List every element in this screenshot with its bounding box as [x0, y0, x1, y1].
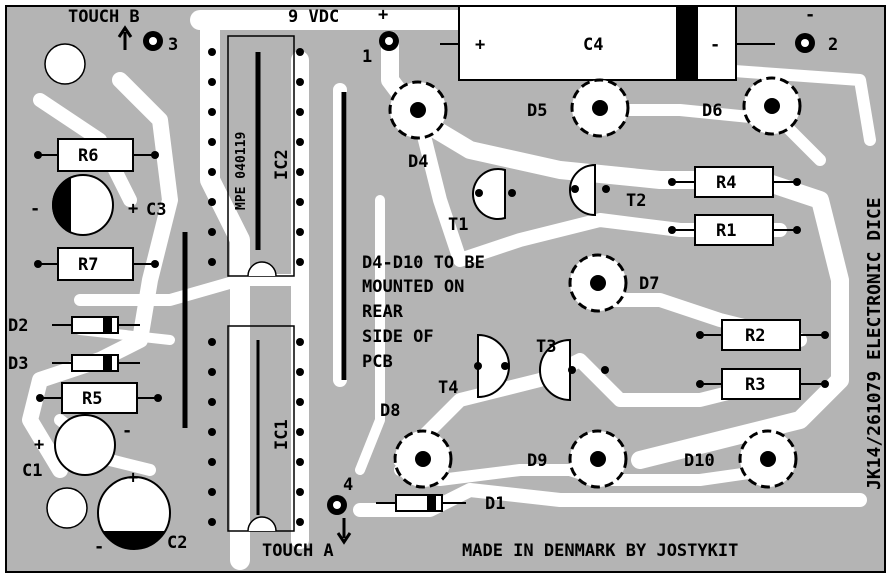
d9-label: D9: [527, 451, 547, 471]
d3-label: D3: [8, 354, 28, 374]
d7-label: D7: [639, 274, 659, 294]
c3-minus-label: -: [30, 199, 40, 219]
c1-plus-label: +: [34, 435, 44, 455]
r5-label: R5: [82, 389, 102, 409]
c4-plus-label: +: [475, 35, 485, 55]
electrolytic-caps: [52, 174, 171, 550]
touch-b-label: TOUCH B: [68, 7, 140, 27]
mounting-note-line3: REAR: [362, 302, 404, 322]
board-title-vertical: JK14/261079 ELECTRONIC DICE: [864, 197, 885, 490]
transistors: [472, 163, 596, 402]
t1-label: T1: [448, 215, 468, 235]
footer-label: MADE IN DENMARK BY JOSTYKIT: [462, 541, 738, 561]
small-diodes: [52, 316, 466, 512]
d2-label: D2: [8, 316, 28, 336]
r6-label: R6: [78, 146, 98, 166]
touch-b-arrow: [117, 25, 133, 50]
c2-plus-label: +: [128, 468, 138, 488]
ic1-label: IC1: [272, 419, 292, 450]
d1-label: D1: [485, 494, 505, 514]
r1-label: R1: [716, 221, 736, 241]
d8-label: D8: [380, 401, 400, 421]
t2-label: T2: [626, 191, 646, 211]
ic-pins: [208, 48, 304, 526]
mounting-note-line2: MOUNTED ON: [362, 277, 464, 297]
pad-1-label: 1: [362, 47, 372, 67]
power-minus-label: -: [805, 5, 815, 25]
c1-minus-label: -: [122, 421, 132, 441]
ic2-label: IC2: [272, 149, 292, 180]
d4-label: D4: [408, 152, 428, 172]
c4-minus-label: -: [710, 35, 720, 55]
c2-minus-label: -: [94, 537, 104, 557]
t4-label: T4: [438, 378, 458, 398]
mounting-hole-bottom: [46, 487, 88, 529]
pads: [143, 31, 815, 515]
power-label: 9 VDC: [288, 7, 339, 27]
c4-label: C4: [583, 35, 603, 55]
r2-label: R2: [745, 326, 765, 346]
pad-3-label: 3: [168, 35, 178, 55]
pad-2-label: 2: [828, 35, 838, 55]
r4-label: R4: [716, 173, 736, 193]
d6-label: D6: [702, 101, 722, 121]
c3-label: C3: [146, 200, 166, 220]
mounting-hole-top: [44, 43, 86, 85]
r7-label: R7: [78, 255, 98, 275]
t3-label: T3: [536, 337, 556, 357]
pad-4-label: 4: [343, 475, 353, 495]
touch-a-arrow: [336, 518, 352, 545]
c2-label: C2: [167, 533, 187, 553]
touch-a-label: TOUCH A: [262, 541, 334, 561]
d5-label: D5: [527, 101, 547, 121]
ic2-marking: MPE 040119: [234, 132, 249, 210]
mounting-note-line4: SIDE OF: [362, 327, 434, 347]
c1-label: C1: [22, 461, 42, 481]
mounting-note-line1: D4-D10 TO BE: [362, 253, 485, 273]
resistors: [57, 138, 801, 414]
c3-plus-label: +: [128, 199, 138, 219]
d10-label: D10: [684, 451, 715, 471]
mounting-note-line5: PCB: [362, 352, 393, 372]
power-plus-label: +: [378, 5, 388, 25]
r3-label: R3: [745, 375, 765, 395]
